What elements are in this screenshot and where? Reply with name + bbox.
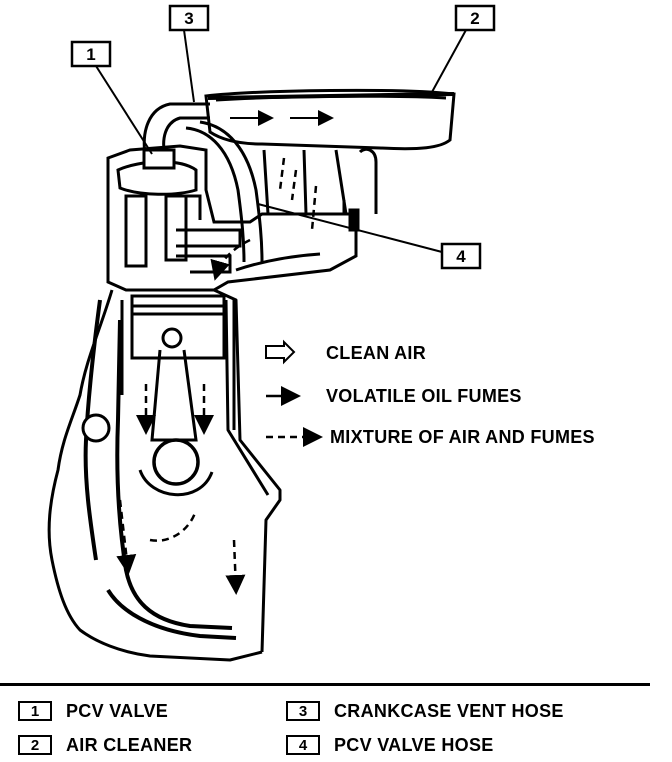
callout-4: 4 [257,203,482,270]
key-label-pcv-valve: PCV VALVE [66,700,169,721]
key-number-3: 3 [286,701,320,721]
divider [0,683,650,686]
pcv-valve [142,148,176,170]
svg-text:4: 4 [456,247,466,266]
pcv-valve-hose [185,120,264,263]
legend-oil-fumes: VOLATILE OIL FUMES [326,386,522,406]
key-label-pcv-valve-hose: PCV VALVE HOSE [334,734,494,755]
flow-legend: CLEAN AIR VOLATILE OIL FUMES MIXTURE OF … [265,339,595,447]
key-number-2: 2 [18,735,52,755]
key-item-3: 3 CRANKCASE VENT HOSE [286,698,564,724]
svg-text:1: 1 [86,45,95,64]
key-label-air-cleaner: AIR CLEANER [66,734,193,755]
piston-assembly [120,294,236,497]
key-label-crankcase-vent-hose: CRANKCASE VENT HOSE [334,700,564,721]
oil-plug-icon [81,413,111,443]
legend-clean-air: CLEAN AIR [326,343,426,363]
key-number-1: 1 [18,701,52,721]
svg-text:2: 2 [470,9,479,28]
svg-text:3: 3 [184,9,193,28]
key-item-1: 1 PCV VALVE [18,698,168,724]
callout-1: 1 [70,40,153,155]
mixture-arrows [116,157,318,595]
engine-block [47,288,282,662]
key-item-4: 4 PCV VALVE HOSE [286,732,494,758]
clean-air-legend-symbol [265,339,296,365]
callout-3: 3 [168,4,210,103]
pcv-system-diagram: 1 2 3 4 CLEAN AIR VOLATILE OIL FUMES MIX… [47,4,595,662]
callout-2: 2 [431,4,496,93]
key-item-2: 2 AIR CLEANER [18,732,192,758]
key-number-4: 4 [286,735,320,755]
cylinder-head [106,144,360,292]
legend-mixture: MIXTURE OF AIR AND FUMES [330,427,595,447]
